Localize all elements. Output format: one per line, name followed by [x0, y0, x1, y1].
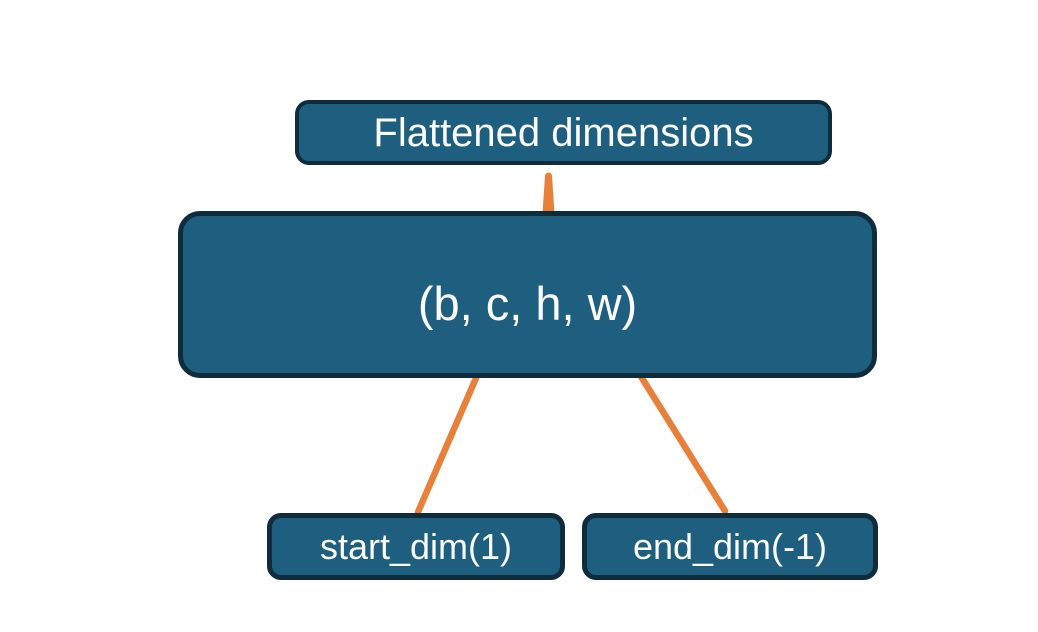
tensor-shape-label: (b, c, h, w) [417, 277, 638, 330]
tensor-shape-box: (b, c, h, w) [178, 211, 877, 378]
flattened-dimensions-box: Flattened dimensions [295, 100, 832, 165]
end-dim-box: end_dim(-1) [582, 513, 878, 580]
end-dim-label: end_dim(-1) [632, 525, 828, 567]
start-dim-label: start_dim(1) [319, 525, 513, 567]
start-dim-box: start_dim(1) [267, 513, 565, 580]
flattened-dimensions-label: Flattened dimensions [373, 110, 754, 155]
